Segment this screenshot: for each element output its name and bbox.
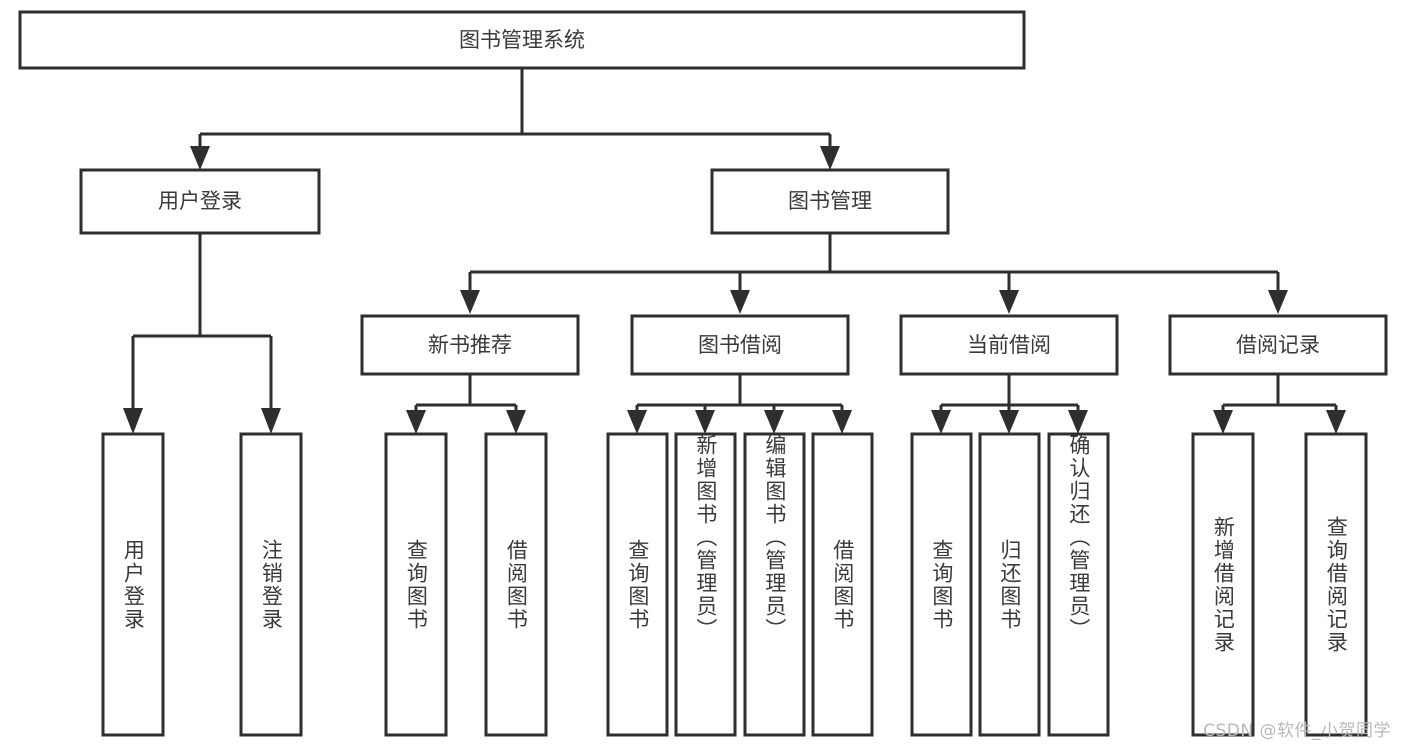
node-box-leaf-query-book-1[interactable] [384, 432, 448, 737]
arrow-head-leaf-borrow-book-2 [832, 410, 852, 434]
arrow-head-leaf-logout [261, 408, 281, 434]
arrow-head-leaf-query-book-2 [627, 410, 647, 434]
arrow-head-book-borrow [730, 290, 750, 314]
node-box-leaf-return-book[interactable] [978, 432, 1041, 737]
node-box-book-borrow[interactable] [630, 314, 850, 376]
node-box-current-borrow[interactable] [899, 314, 1119, 376]
node-box-leaf-confirm-return[interactable] [1047, 432, 1110, 737]
arrow-head-leaf-return-book [999, 410, 1019, 434]
arrow-head-leaf-query-record [1326, 410, 1346, 434]
node-box-book-manage[interactable] [710, 168, 950, 235]
node-box-leaf-query-record[interactable] [1304, 432, 1368, 737]
node-box-leaf-borrow-book-1[interactable] [484, 432, 548, 737]
arrow-head-leaf-add-record [1213, 410, 1233, 434]
node-box-root[interactable] [18, 10, 1026, 70]
node-box-borrow-record[interactable] [1168, 314, 1388, 376]
node-box-new-book-recommend[interactable] [360, 314, 580, 376]
arrow-head-leaf-edit-book [764, 410, 784, 434]
arrow-head-leaf-borrow-book-1 [506, 410, 526, 434]
arrow-head-borrow-record [1268, 290, 1288, 314]
node-box-user-login[interactable] [79, 168, 321, 235]
arrow-head-leaf-query-book-1 [406, 410, 426, 434]
arrow-head-leaf-add-book [695, 410, 715, 434]
node-box-leaf-add-book[interactable] [674, 432, 737, 737]
node-layer: 图书管理系统 用户登录 图书管理 新书推荐 图书借阅 当前借阅 借阅记录 [18, 10, 1388, 737]
node-box-leaf-borrow-book-2[interactable] [811, 432, 874, 737]
node-box-leaf-add-record[interactable] [1191, 432, 1255, 737]
node-box-leaf-edit-book[interactable] [743, 432, 806, 737]
arrow-head-new-book-recommend [460, 290, 480, 314]
arrow-head-leaf-query-book-3 [931, 410, 951, 434]
node-label-new-book-recommend: 新书推荐 [428, 333, 512, 357]
node-label-user-login: 用户登录 [158, 189, 242, 213]
watermark-text: CSDN @软件_小贺同学 [1203, 721, 1391, 741]
arrow-head-leaf-user-login [123, 408, 143, 434]
arrow-head-leaf-confirm-return [1068, 410, 1088, 434]
node-box-leaf-query-book-3[interactable] [910, 432, 973, 737]
arrow-head-user-login [190, 146, 210, 170]
node-label-book-borrow: 图书借阅 [698, 333, 782, 357]
node-box-leaf-logout[interactable] [239, 432, 303, 737]
node-box-leaf-query-book-2[interactable] [606, 432, 669, 737]
arrow-head-book-manage [820, 146, 840, 170]
node-label-borrow-record: 借阅记录 [1236, 333, 1320, 357]
node-label-root: 图书管理系统 [459, 28, 585, 52]
connector-layer [123, 68, 1346, 434]
arrow-head-current-borrow [999, 290, 1019, 314]
node-box-leaf-user-login[interactable] [101, 432, 165, 737]
node-label-book-manage: 图书管理 [788, 189, 872, 213]
node-label-current-borrow: 当前借阅 [967, 333, 1051, 357]
